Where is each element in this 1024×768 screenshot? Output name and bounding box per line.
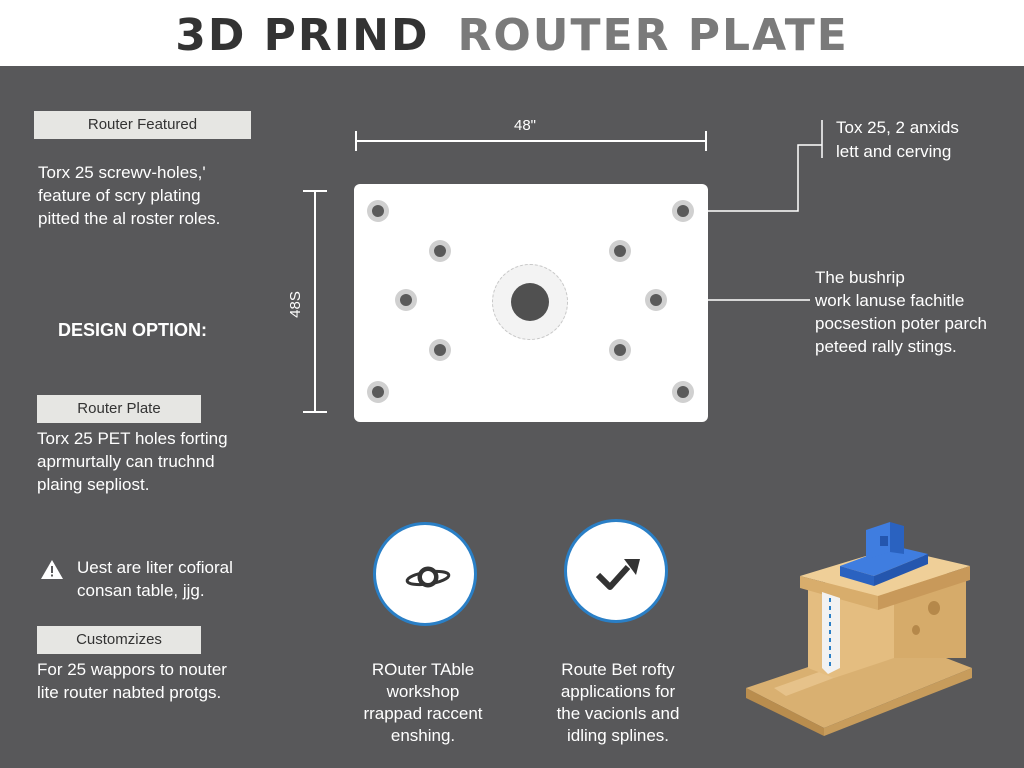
customize-tag: Customzizes xyxy=(37,626,201,654)
text-line: peteed rally stings. xyxy=(815,337,957,356)
router-featured-text: Torx 25 screwv-holes,' feature of scry p… xyxy=(38,161,328,230)
top-right-callout: Tox 25, 2 anxids lett and cerving xyxy=(836,116,1016,164)
text-line: applications for xyxy=(560,682,676,701)
text-line: plaing sepliost. xyxy=(37,475,150,494)
screw-hole xyxy=(395,289,417,311)
router-bit-caption: Route Bet rofty applications for the vac… xyxy=(532,659,704,747)
text-line: For 25 wappors to nouter xyxy=(37,660,227,679)
wooden-jig-model xyxy=(746,522,972,736)
text-line: work lanuse fachitle xyxy=(815,291,965,310)
router-plate-tag: Router Plate xyxy=(37,395,201,423)
router-bit-opening xyxy=(492,264,568,340)
customize-text: For 25 wappors to nouter lite router nab… xyxy=(37,658,337,704)
text-line: rrappad raccent xyxy=(363,704,483,723)
checkmark-icon-circle xyxy=(564,519,668,623)
title-part-1: 3D PRIND xyxy=(175,10,430,61)
text-line: feature of scry plating xyxy=(38,186,201,205)
planet-icon-circle xyxy=(373,522,477,626)
checkmark-icon xyxy=(595,559,640,590)
text-line: Torx 25 screwv-holes,' xyxy=(38,163,206,182)
text-line: Route Bet rofty xyxy=(561,660,675,679)
text-line: ROuter TAble xyxy=(371,660,475,679)
warning-text: Uest are liter cofioral consan table, jj… xyxy=(77,556,337,602)
text-line: The bushrip xyxy=(815,268,905,287)
screw-hole xyxy=(672,200,694,222)
mid-right-callout: The bushrip work lanuse fachitle pocsest… xyxy=(815,266,1020,358)
text-line: lite router nabted protgs. xyxy=(37,683,222,702)
text-line: pocsestion poter parch xyxy=(815,314,987,333)
text-line: pitted the al roster roles. xyxy=(38,209,221,228)
height-label: 48S xyxy=(286,291,304,318)
title-part-2: ROUTER PLATE xyxy=(457,10,849,61)
text-line: workshop xyxy=(386,682,460,701)
screw-hole xyxy=(609,240,631,262)
text-line: Uest are liter cofioral xyxy=(77,558,233,577)
text-line: aprmurtally can truchnd xyxy=(37,452,215,471)
screw-hole xyxy=(367,200,389,222)
router-plate-drawing xyxy=(354,184,708,422)
screw-hole xyxy=(609,339,631,361)
text-line: Torx 25 PET holes forting xyxy=(37,429,228,448)
screw-hole xyxy=(672,381,694,403)
text-line: Tox 25, 2 anxids xyxy=(836,118,959,137)
page-title: 3D PRIND ROUTER PLATE xyxy=(0,10,1024,61)
text-line: enshing. xyxy=(390,726,456,745)
router-table-caption: ROuter TAble workshop rrappad raccent en… xyxy=(338,659,508,747)
screw-hole xyxy=(429,240,451,262)
planet-icon xyxy=(405,566,451,588)
router-featured-tag: Router Featured xyxy=(34,111,251,139)
text-line: consan table, jjg. xyxy=(77,581,205,600)
header-banner: 3D PRIND ROUTER PLATE xyxy=(0,0,1024,66)
screw-hole xyxy=(429,339,451,361)
warning-icon xyxy=(41,560,63,579)
design-option-heading: DESIGN OPTION: xyxy=(58,320,208,340)
router-plate-text: Torx 25 PET holes forting aprmurtally ca… xyxy=(37,427,327,496)
text-line: lett and cerving xyxy=(836,142,952,161)
screw-hole xyxy=(367,381,389,403)
text-line: idling splines. xyxy=(566,726,670,745)
text-line: the vacionls and xyxy=(556,704,680,723)
screw-hole xyxy=(645,289,667,311)
width-label: 48" xyxy=(514,117,537,134)
